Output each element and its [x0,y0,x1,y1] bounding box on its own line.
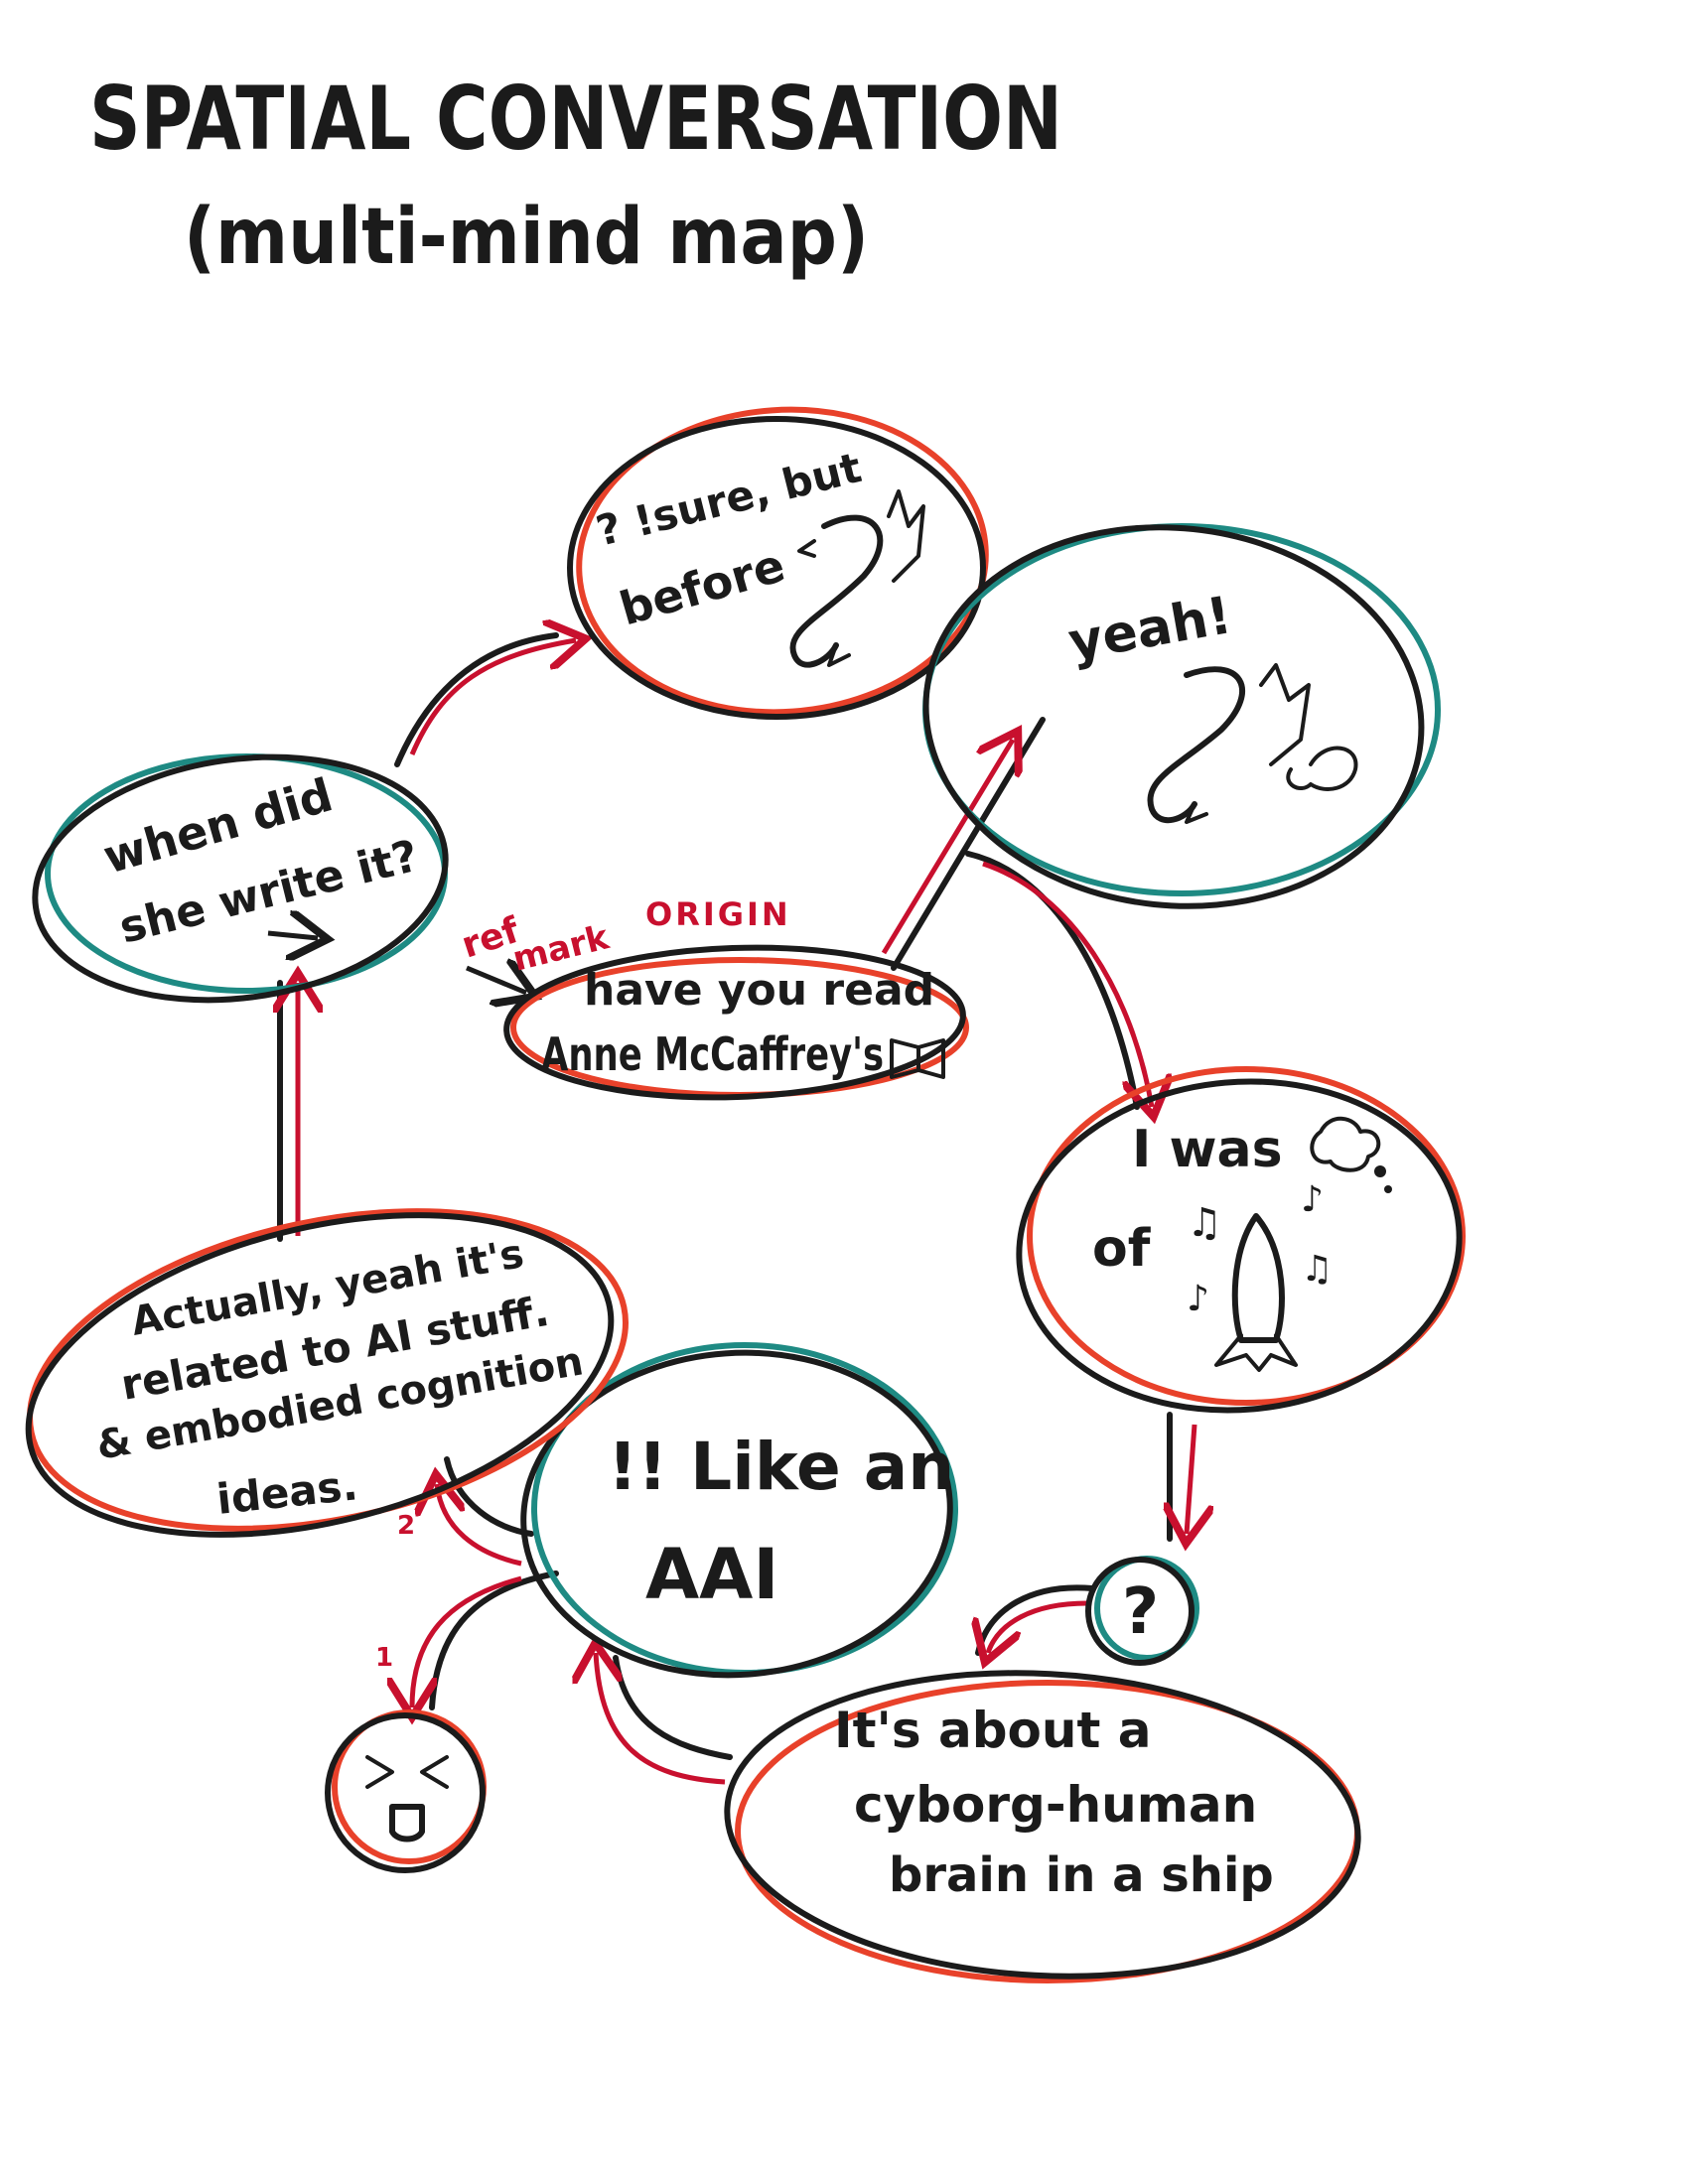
right-arrow-icon [267,933,318,938]
svg-text:♫: ♫ [1301,1249,1333,1290]
node-text-line1: It's about a [834,1702,1152,1759]
node-text-line2: of [1092,1219,1152,1279]
title-line2: (multi-mind map) [184,193,869,282]
node-face [325,1709,487,1873]
node-text-line1: ? [1122,1575,1159,1649]
node-outline [724,1670,1361,1979]
node-outline [503,944,966,1101]
arrow-aai-to-face [412,1575,522,1707]
dragon-heart-icon [1147,663,1358,824]
node-outline-teal [922,523,1441,896]
node-outline [25,1212,615,1538]
node-outline [32,753,449,1004]
node-outline-red [1027,1066,1466,1406]
node-text-line2: AAI [645,1534,778,1615]
node-outline [325,1712,486,1873]
node-i-was-of: I was of ♫ ♪ ♫ ♪ [1016,1066,1466,1414]
arrow-question-to-about [988,1600,1088,1653]
node-outline [1016,1078,1463,1414]
connector-aai-to-face [429,1570,559,1710]
node-text-line2: before [614,538,790,636]
music-notes-icon: ♫ ♪ ♫ ♪ [1187,1179,1333,1319]
node-text-line1: !! Like an [608,1429,954,1505]
node-question: ? [1085,1556,1199,1666]
svg-text:♪: ♪ [1187,1279,1209,1319]
connectors [280,632,1195,1785]
thought-cloud-icon [1310,1116,1392,1193]
node-actually: Actually, yeah it's related to AI stuff.… [25,1208,629,1538]
squint-face-icon [365,1755,449,1843]
title-block: SPATIAL CONVERSATION (multi-mind map) [89,68,1062,282]
node-its-about: It's about a cyborg-human brain in a shi… [724,1670,1361,1983]
node-text-line2: Anne McCaffrey's [541,1027,884,1081]
node-outline [567,416,986,720]
node-text-line1: I was [1132,1120,1283,1179]
arrow-ref-into-origin [466,968,526,993]
node-outline [520,1349,953,1679]
annotation-origin: ORIGIN [645,895,791,933]
arrow-about-to-aai [596,1653,726,1785]
arrow-origin-to-iwas [982,861,1152,1107]
node-text-line1: have you read [584,965,934,1016]
book-icon [890,1038,945,1079]
connector-origin-to-yeah [891,717,1046,971]
svg-text:♪: ♪ [1301,1179,1324,1220]
origin-annotation: ref mark ORIGIN [457,895,791,980]
node-text-line4: ideas. [214,1460,360,1524]
node-when-did: when did she write it? [32,753,449,1004]
arrow-aai-to-actually [437,1484,522,1567]
arrow-label-second: 2 [397,1511,415,1541]
svg-text:♫: ♫ [1187,1200,1222,1246]
node-like-an-aai: !! Like an AAI [520,1342,958,1679]
node-origin: have you read Anne McCaffrey's [503,944,969,1101]
node-text-line2: cyborg-human [854,1776,1257,1834]
connector-origin-to-iwas [965,851,1140,1110]
node-outline [1085,1557,1195,1666]
arrow-iwas-to-question [1187,1424,1195,1534]
connector-when-to-before [394,632,559,767]
node-text-line1: yeah! [1064,586,1236,673]
rocket-icon [1214,1213,1298,1372]
dragon-icon [789,489,925,668]
node-outline-red [576,406,989,716]
connector-question-to-about [975,1584,1095,1656]
node-text-line3: brain in a ship [889,1847,1274,1903]
title-line1: SPATIAL CONVERSATION [89,68,1062,170]
arrow-when-to-before [409,640,576,755]
arrow-origin-to-yeah [881,740,1013,955]
node-outline [922,524,1425,909]
arrow-label-first: 1 [375,1643,393,1673]
